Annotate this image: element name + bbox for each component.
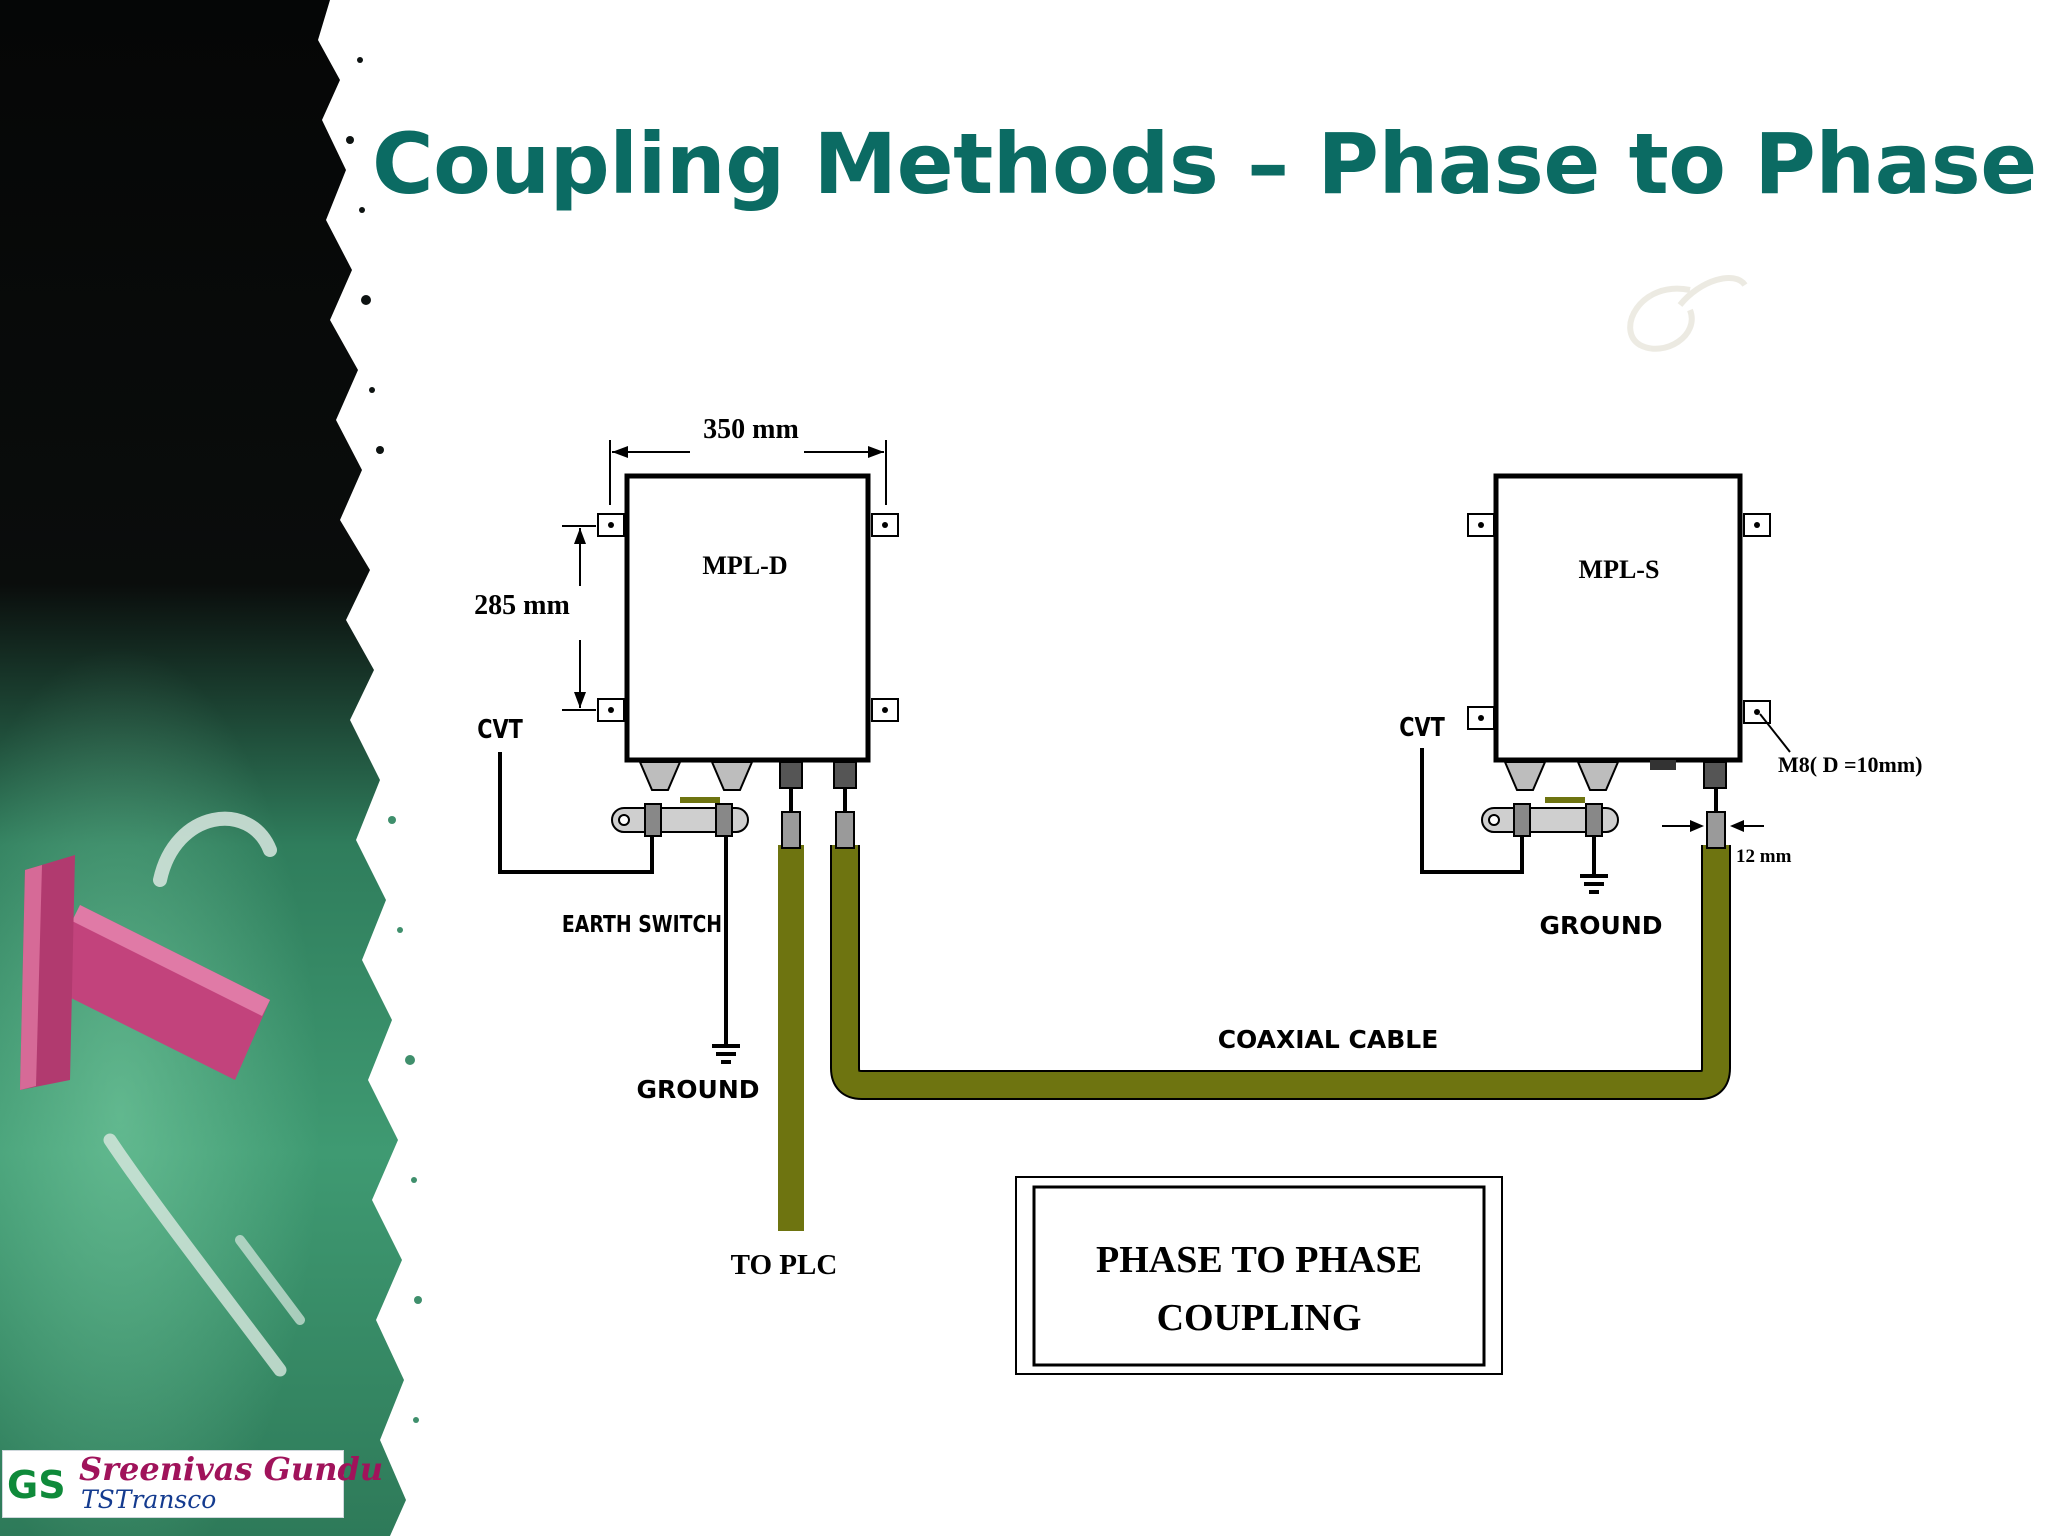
height-dimension-label: 285 mm <box>474 590 570 621</box>
ground-label-left: GROUND <box>637 1075 760 1104</box>
width-dimension-label: 350 mm <box>703 414 799 445</box>
mpl-d-label: MPL-D <box>702 551 787 580</box>
earth-switch-label: EARTH SWITCH <box>562 910 722 937</box>
mpl-s-label: MPL-S <box>1579 555 1660 584</box>
coaxial-cable-label: COAXIAL CABLE <box>1218 1025 1439 1054</box>
caption-line-2: COUPLING <box>1157 1297 1362 1339</box>
dimension-350mm <box>609 440 887 505</box>
logo-mark: GS <box>7 1463 66 1507</box>
m8-label: M8( D =10mm) <box>1778 752 1923 777</box>
ground-label-right: GROUND <box>1540 911 1663 940</box>
slide-title: Coupling Methods – Phase to Phase <box>372 115 2037 213</box>
dimension-285mm <box>562 525 596 711</box>
logo-org: TSTransco <box>81 1485 217 1514</box>
gap-12mm-label: 12 mm <box>1736 846 1792 867</box>
cvt-label-left: CVT <box>477 714 523 745</box>
mpl-s-unit <box>1467 473 1771 837</box>
mpl-d-unit <box>597 473 899 837</box>
cvt-label-right: CVT <box>1399 712 1445 743</box>
m8-leader <box>1759 713 1791 753</box>
author-logo: GS Sreenivas Gundu TSTransco <box>2 1450 383 1518</box>
coax-cable-to-plc <box>778 788 804 1231</box>
cvt-lead-right <box>1420 748 1524 874</box>
earth-ground-left <box>712 836 740 1064</box>
caption-frame <box>1015 1176 1503 1375</box>
caption-line-1: PHASE TO PHASE <box>1096 1239 1422 1281</box>
coaxial-cable <box>830 788 1731 1100</box>
to-plc-label: TO PLC <box>731 1249 838 1281</box>
watermark-logo <box>1627 274 1748 352</box>
earth-ground-right <box>1580 836 1608 894</box>
logo-name: Sreenivas Gundu <box>79 1450 384 1488</box>
cvt-lead-left <box>498 752 654 874</box>
dimension-12mm <box>1662 820 1764 832</box>
